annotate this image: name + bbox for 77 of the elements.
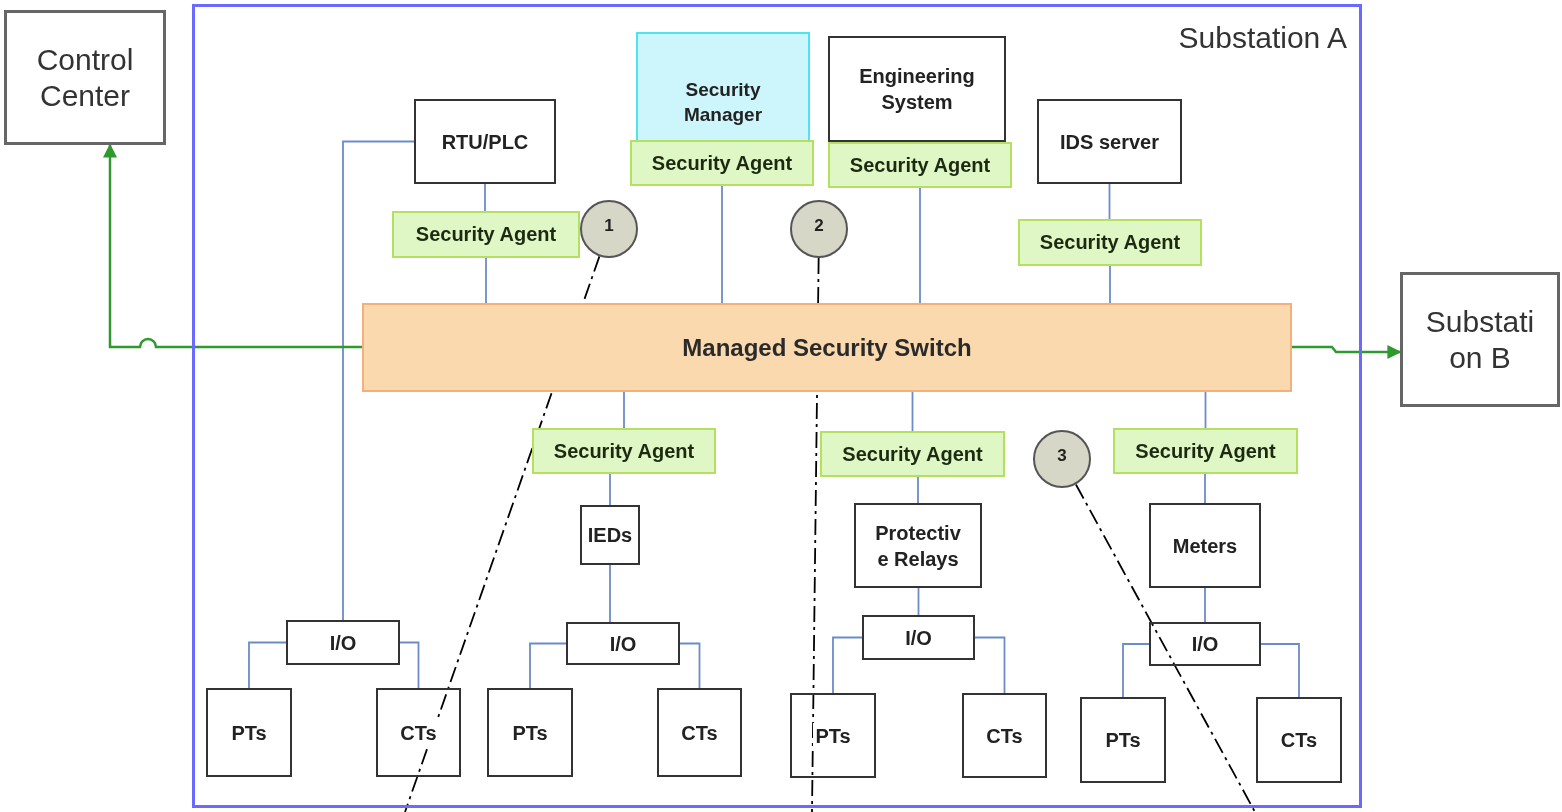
connector-line (721, 185, 723, 304)
callout-circle (790, 200, 848, 258)
frame-heading: Substation A (1178, 21, 1347, 55)
agent-box (630, 140, 814, 186)
agent-box (1113, 428, 1298, 474)
device-box (1256, 697, 1342, 783)
system-box (4, 10, 166, 145)
device-box (286, 620, 400, 665)
connector-line (1260, 643, 1300, 698)
device-box (854, 503, 982, 588)
callout-number: 2 (814, 216, 824, 236)
box-label: Security Agent (651, 151, 793, 175)
device-box (580, 505, 640, 565)
box-label: Managed Security Switch (682, 333, 972, 362)
connector-line (609, 564, 611, 623)
connector-line (484, 183, 486, 212)
device-box (487, 688, 573, 777)
connector-line (911, 391, 914, 432)
connector-line (919, 187, 921, 304)
connector-line (917, 587, 920, 616)
box-label: Security Agent (842, 442, 983, 466)
manager-box (636, 32, 810, 142)
switch-bar (362, 303, 1292, 392)
connector-line (679, 642, 701, 689)
connector-line (1204, 391, 1207, 429)
connector-line (1109, 265, 1111, 304)
connector-line (974, 636, 1006, 694)
device-box (206, 688, 292, 777)
agent-box (820, 431, 1005, 477)
connector-line (1108, 183, 1111, 220)
box-label: CTs (398, 719, 439, 746)
connector-line (1204, 473, 1206, 504)
connector-line (609, 473, 611, 506)
callout-circle (580, 200, 638, 258)
arrow (103, 143, 362, 349)
connector-line (917, 476, 919, 504)
callout-circle (1033, 430, 1091, 488)
box-label: Security Agent (553, 439, 695, 463)
connector-line (485, 257, 487, 304)
box-label: Control Center (35, 41, 135, 114)
connector-line (1204, 587, 1206, 623)
system-box (1400, 272, 1560, 407)
device-box (657, 688, 742, 777)
connector-line (529, 642, 567, 689)
device-box (1037, 99, 1182, 184)
connector-line (1122, 643, 1150, 698)
box-label: PTs (813, 722, 853, 749)
callout-number: 1 (604, 216, 614, 236)
device-box (962, 693, 1047, 778)
connector-line (399, 641, 420, 689)
leader-line (1075, 483, 1256, 812)
box-label: Security Agent (849, 153, 991, 177)
connector-line (248, 641, 287, 689)
device-box (1080, 697, 1166, 783)
agent-box (392, 211, 580, 258)
box-label: Security Agent (1039, 231, 1181, 254)
device-box (1149, 503, 1261, 588)
device-box (414, 99, 556, 184)
box-label: Substati on B (1424, 303, 1536, 376)
box-label: Security Manager (682, 78, 764, 127)
device-box (790, 693, 876, 778)
box-label: Security Agent (1135, 439, 1276, 463)
connector-line (832, 636, 863, 694)
device-box (566, 622, 680, 665)
agent-box (532, 428, 716, 474)
arrow (1292, 345, 1402, 359)
substation-frame (192, 4, 1362, 808)
connector-line (623, 391, 625, 429)
agent-box (828, 142, 1012, 188)
connector-line (342, 140, 415, 621)
callout-number: 3 (1057, 446, 1067, 466)
device-box (862, 615, 975, 660)
agent-box (1018, 219, 1202, 266)
device-box (828, 36, 1006, 142)
device-box (376, 688, 461, 777)
box-label: Security Agent (415, 223, 557, 246)
device-box (1149, 622, 1261, 666)
